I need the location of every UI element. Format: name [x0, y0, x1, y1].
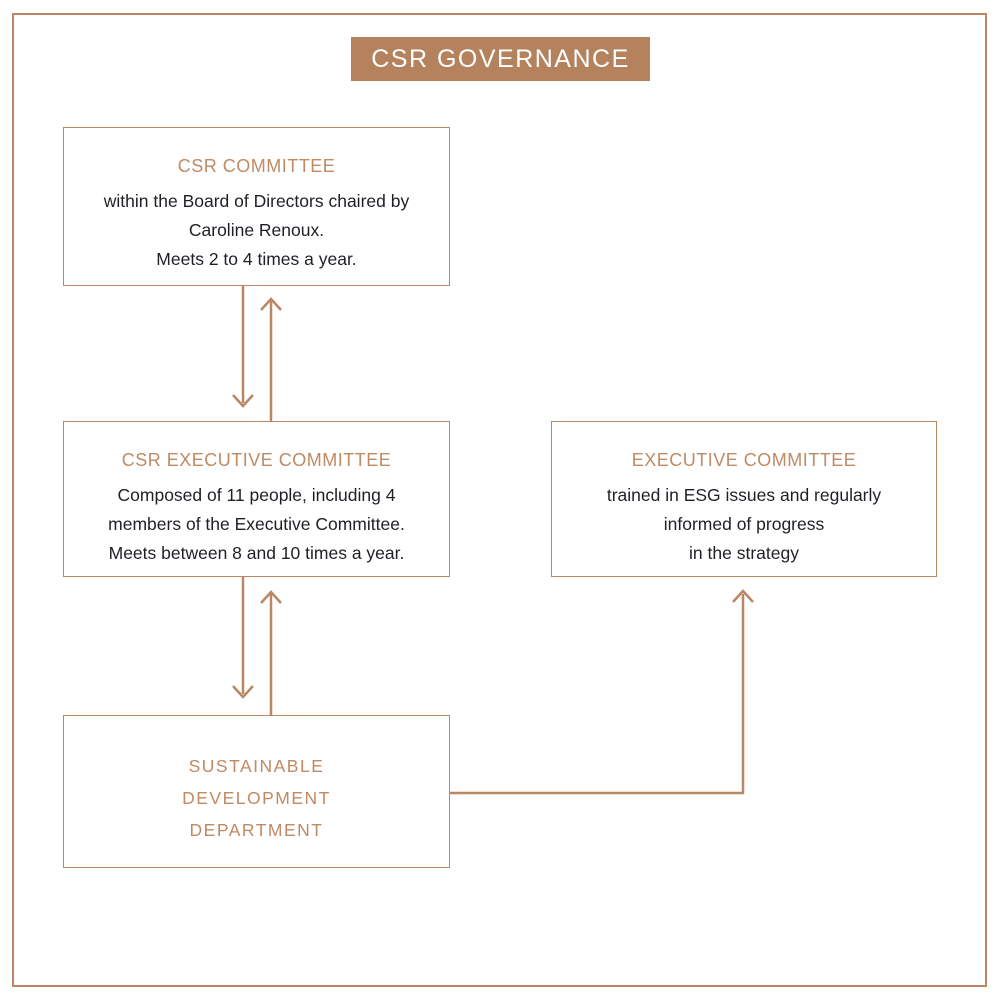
dept-line: SUSTAINABLE — [188, 756, 325, 776]
node-csr-committee: CSR COMMITTEE within the Board of Direct… — [63, 127, 450, 286]
diagram-title: CSR GOVERNANCE — [371, 44, 630, 73]
body-line: Caroline Renoux. — [188, 220, 325, 240]
arrowhead-up-sdd-to-exec — [732, 589, 754, 603]
dept-line: DEVELOPMENT — [182, 788, 331, 808]
body-line: informed of progress — [663, 514, 825, 534]
arrowhead-down-csr-to-csrexec — [232, 394, 254, 408]
body-line: trained in ESG issues and regularly — [606, 485, 882, 505]
node-title: CSR EXECUTIVE COMMITTEE — [121, 450, 392, 470]
node-csr-executive-committee: CSR EXECUTIVE COMMITTEE Composed of 11 p… — [63, 421, 450, 577]
node-title: CSR COMMITTEE — [177, 156, 336, 176]
node-body: Composed of 11 people, including 4 membe… — [108, 481, 405, 568]
node-title: EXECUTIVE COMMITTEE — [631, 450, 857, 470]
node-sustainable-development-department: SUSTAINABLE DEVELOPMENT DEPARTMENT — [63, 715, 450, 868]
arrowhead-up-sdd-to-csrexec — [260, 590, 282, 604]
arrowhead-down-csrexec-to-sdd — [232, 685, 254, 699]
body-line: Meets between 8 and 10 times a year. — [108, 543, 405, 563]
node-body: trained in ESG issues and regularly info… — [607, 481, 881, 568]
arrowhead-up-csrexec-to-csr — [260, 297, 282, 311]
body-line: within the Board of Directors chaired by — [103, 191, 410, 211]
body-line: members of the Executive Committee. — [108, 514, 405, 534]
body-line: Composed of 11 people, including 4 — [117, 485, 396, 505]
body-line: in the strategy — [689, 543, 799, 563]
body-line: Meets 2 to 4 times a year. — [156, 249, 357, 269]
node-body: within the Board of Directors chaired by… — [104, 187, 409, 274]
diagram-title-banner: CSR GOVERNANCE — [351, 37, 650, 81]
node-executive-committee: EXECUTIVE COMMITTEE trained in ESG issue… — [551, 421, 937, 577]
dept-line: DEPARTMENT — [189, 820, 324, 840]
arrow-elbow-sdd-to-exec — [450, 594, 745, 795]
